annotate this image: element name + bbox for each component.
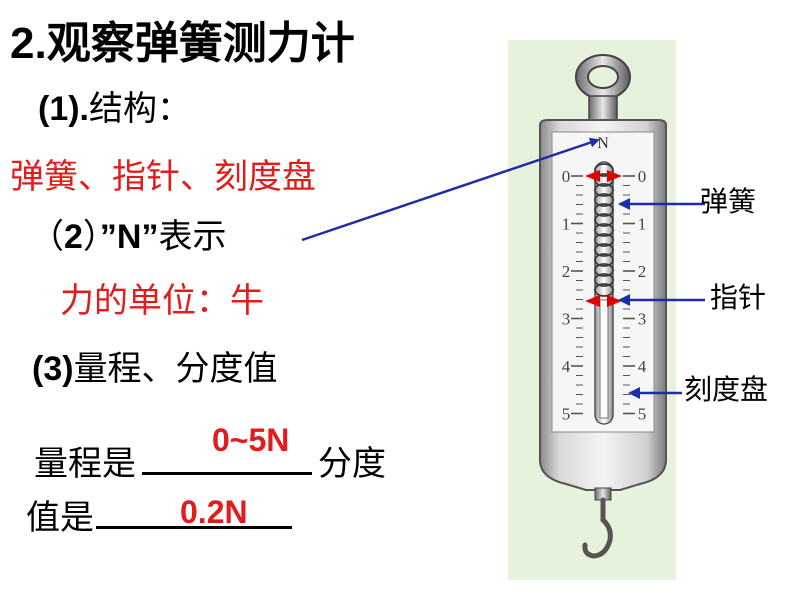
top-letter-n: N	[597, 135, 609, 152]
section-1-heading: (1).结构：	[38, 92, 191, 126]
right-tick-label: 1	[638, 215, 647, 234]
spring-coil-loop	[594, 183, 614, 197]
spring-coil-loop	[594, 193, 614, 207]
zero-pointer-right-icon	[607, 170, 622, 182]
slide-title: 2.观察弹簧测力计	[10, 22, 355, 66]
spring-coil-loop	[594, 283, 614, 297]
section-2-quote-n: ”N”	[99, 218, 159, 256]
section-1-text: 结构：	[89, 89, 191, 129]
spring-coil-loop	[594, 273, 614, 287]
top-ring-icon	[575, 54, 631, 121]
title-number: 2.	[10, 19, 47, 68]
n-unit-arrow	[301, 137, 600, 242]
spring-coil-loop	[594, 243, 614, 257]
section-2-number: 2	[64, 218, 83, 256]
spring-coil-loop	[594, 223, 614, 237]
division-blank	[96, 492, 292, 529]
spring-coil-loop	[594, 213, 614, 227]
title-text: 观察弹簧测力计	[46, 18, 355, 69]
range-blank	[142, 438, 312, 475]
spring-coil-loop	[594, 263, 614, 277]
section-2-heading: （2）”N”表示	[30, 220, 226, 254]
scale-ticks	[571, 175, 635, 415]
label-pointer: 指针	[710, 281, 767, 314]
zero-pointer-left-icon	[585, 170, 600, 182]
pull-rod	[599, 299, 609, 419]
scale-numbers-right: 0 1 2 3 4 5	[638, 167, 647, 424]
parts-answer: 弹簧、指针、刻度盘	[10, 157, 316, 197]
left-tick-label: 1	[562, 215, 571, 234]
section-3-heading: (3)量程、分度值	[32, 352, 278, 386]
section-3-text: 量程、分度值	[73, 349, 278, 389]
unit-answer: 力的单位：牛	[60, 281, 264, 321]
range-answer: 0~5N	[212, 422, 290, 458]
left-tick-label: 4	[562, 357, 571, 376]
range-prefix: 量程是	[34, 444, 136, 484]
right-tick-label: 0	[638, 167, 647, 186]
bottom-hook-icon	[582, 487, 613, 559]
label-spring: 弹簧	[700, 185, 757, 218]
division-answer: 0.2N	[180, 494, 248, 530]
pointer-right-icon	[607, 295, 622, 307]
range-question: 量程是 分度	[34, 438, 386, 481]
left-tick-label: 2	[562, 262, 571, 281]
left-tick-label: 3	[562, 310, 571, 329]
spring-coil-loop	[594, 163, 614, 177]
section-2-text: 表示	[158, 217, 227, 257]
section-2-close-paren: ）	[82, 217, 100, 257]
scale-numbers-left: 0 1 2 3 4 5	[562, 167, 571, 424]
right-tick-label: 2	[638, 262, 647, 281]
spring-coil-loop	[594, 203, 614, 217]
division-question: 值是	[26, 492, 294, 535]
spring-coil-loop	[594, 233, 614, 247]
left-tick-label: 0	[562, 167, 571, 186]
right-tick-label: 3	[638, 310, 647, 329]
spring-coil	[594, 163, 614, 297]
division-prefix: 值是	[26, 498, 94, 538]
section-2-open-paren: （	[30, 217, 64, 257]
right-tick-label: 4	[638, 357, 647, 376]
section-3-number: (3)	[32, 350, 74, 388]
left-tick-label: 5	[562, 405, 571, 424]
right-tick-label: 5	[638, 405, 647, 424]
pointer-left-icon	[585, 295, 600, 307]
label-dial: 刻度盘	[684, 373, 769, 406]
division-suffix: 分度	[318, 444, 386, 484]
section-1-number: (1).	[38, 90, 89, 128]
spring-coil-loop	[594, 253, 614, 267]
